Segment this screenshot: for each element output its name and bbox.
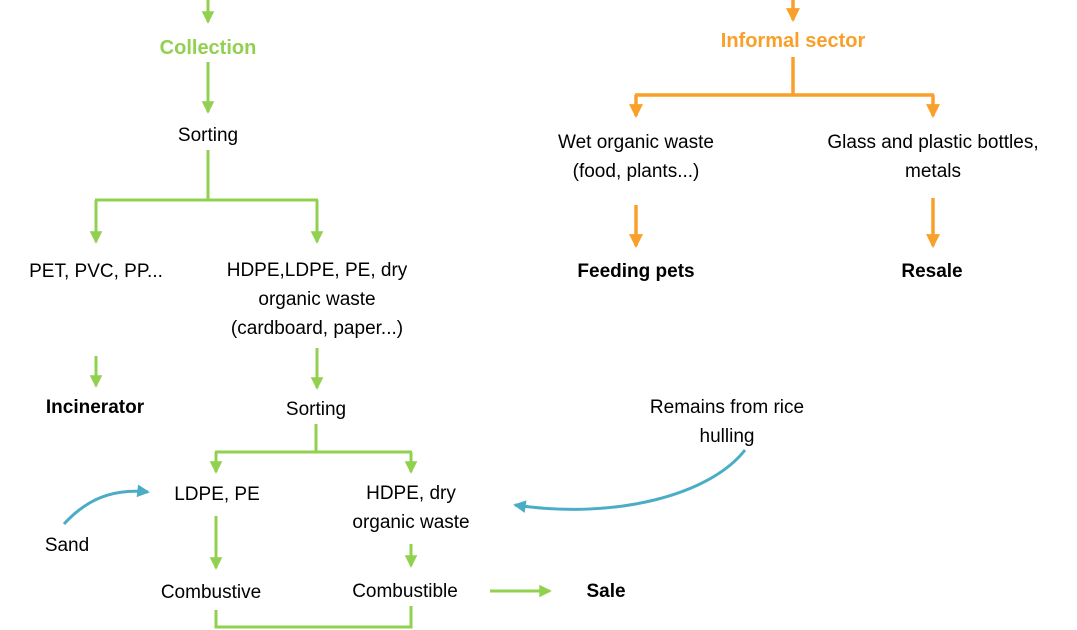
curve-sand-to-ldpe: [62, 484, 150, 526]
informal-sector-label: Informal sector: [720, 30, 866, 52]
resale-label: Resale: [901, 261, 963, 282]
hdpe-ldpe-label: HDPE,LDPE, PE, dry organic waste (cardbo…: [226, 260, 408, 339]
remains-rice-label: Remains from rice hulling: [649, 397, 805, 447]
feeding-pets-label: Feeding pets: [577, 261, 695, 282]
combustible-label: Combustible: [352, 581, 458, 602]
ldpe-pe-label: LDPE, PE: [174, 484, 260, 505]
sorting-1-label: Sorting: [177, 125, 239, 146]
combustive-label: Combustive: [160, 582, 262, 603]
hdpe-dry-label: HDPE, dry organic waste: [352, 483, 470, 533]
bracket-combustive-combustible: [214, 606, 413, 629]
wet-organic-waste-label: Wet organic waste (food, plants...): [558, 132, 714, 182]
sand-label: Sand: [44, 535, 90, 556]
collection-label: Collection: [159, 37, 257, 59]
glass-bottles-label: Glass and plastic bottles, metals: [827, 132, 1039, 182]
sale-label: Sale: [586, 581, 626, 602]
curve-remains-to-hdpe-dry: [513, 449, 747, 513]
incinerator-label: Incinerator: [45, 397, 145, 418]
pet-pvc-pp-label: PET, PVC, PP...: [29, 261, 163, 282]
sorting-2-label: Sorting: [285, 399, 347, 420]
